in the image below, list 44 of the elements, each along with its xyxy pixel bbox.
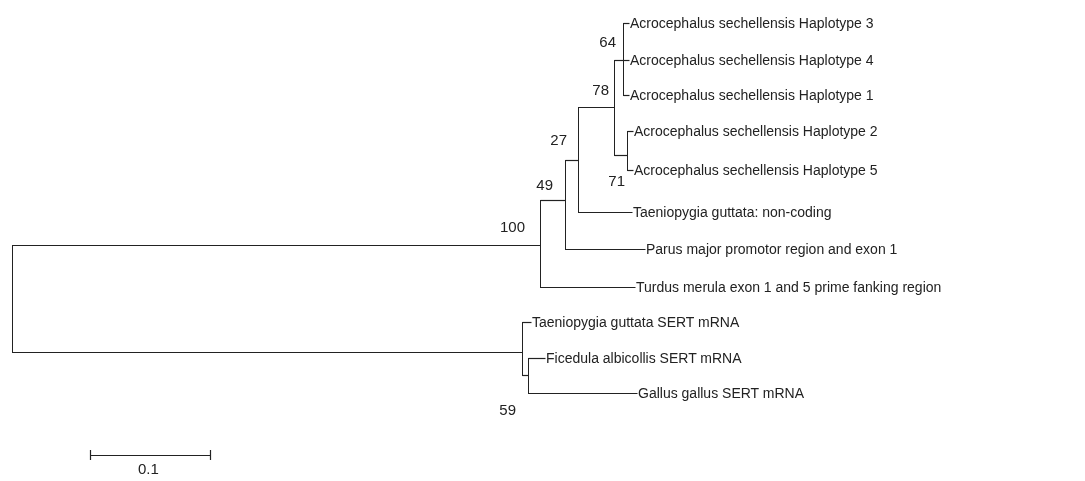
branch-line	[11, 351, 524, 354]
scale-label: 0.1	[138, 460, 159, 478]
branch-node-line	[12, 245, 13, 353]
branch-line	[577, 106, 616, 109]
branch-line	[626, 130, 635, 133]
branch-line	[564, 248, 647, 251]
branch-line	[622, 59, 631, 62]
branch-line	[622, 94, 631, 97]
bootstrap-value: 100	[499, 218, 525, 236]
branch-node-line	[540, 200, 541, 288]
bootstrap-value: 78	[592, 81, 609, 99]
branch-line	[626, 169, 635, 172]
branch-node-line	[623, 23, 624, 96]
taxon-label: Taeniopygia guttata: non-coding	[632, 203, 833, 221]
branch-line	[622, 22, 631, 25]
taxon-label: Gallus gallus SERT mRNA	[637, 384, 805, 402]
branch-line	[521, 374, 530, 377]
taxon-label: Ficedula albicollis SERT mRNA	[545, 349, 743, 367]
taxon-label: Acrocephalus sechellensis Haplotype 3	[629, 14, 875, 32]
branch-node-line	[522, 322, 523, 376]
bootstrap-value: 27	[550, 131, 567, 149]
taxon-label: Taeniopygia guttata SERT mRNA	[531, 313, 741, 331]
taxon-label: Parus major promotor region and exon 1	[645, 240, 899, 258]
branch-node-line	[565, 160, 566, 250]
taxon-label: Acrocephalus sechellensis Haplotype 1	[629, 86, 875, 104]
branch-line	[527, 392, 639, 395]
bootstrap-value: 59	[499, 401, 516, 419]
branch-line	[539, 286, 637, 289]
branch-node-line	[627, 131, 628, 171]
branch-line	[577, 211, 634, 214]
branch-line	[527, 357, 547, 360]
bootstrap-value: 49	[536, 176, 553, 194]
taxon-label: Acrocephalus sechellensis Haplotype 5	[633, 161, 879, 179]
bootstrap-value: 64	[599, 33, 616, 51]
branch-node-line	[528, 358, 529, 394]
branch-node-line	[614, 60, 615, 156]
taxon-label: Turdus merula exon 1 and 5 prime fanking region	[635, 278, 943, 296]
branch-line	[521, 321, 533, 324]
bootstrap-value: 71	[608, 172, 625, 190]
branch-line	[11, 244, 542, 247]
branch-node-line	[578, 107, 579, 213]
taxon-label: Acrocephalus sechellensis Haplotype 4	[629, 51, 875, 69]
taxon-label: Acrocephalus sechellensis Haplotype 2	[633, 122, 879, 140]
branch-line	[539, 199, 567, 202]
